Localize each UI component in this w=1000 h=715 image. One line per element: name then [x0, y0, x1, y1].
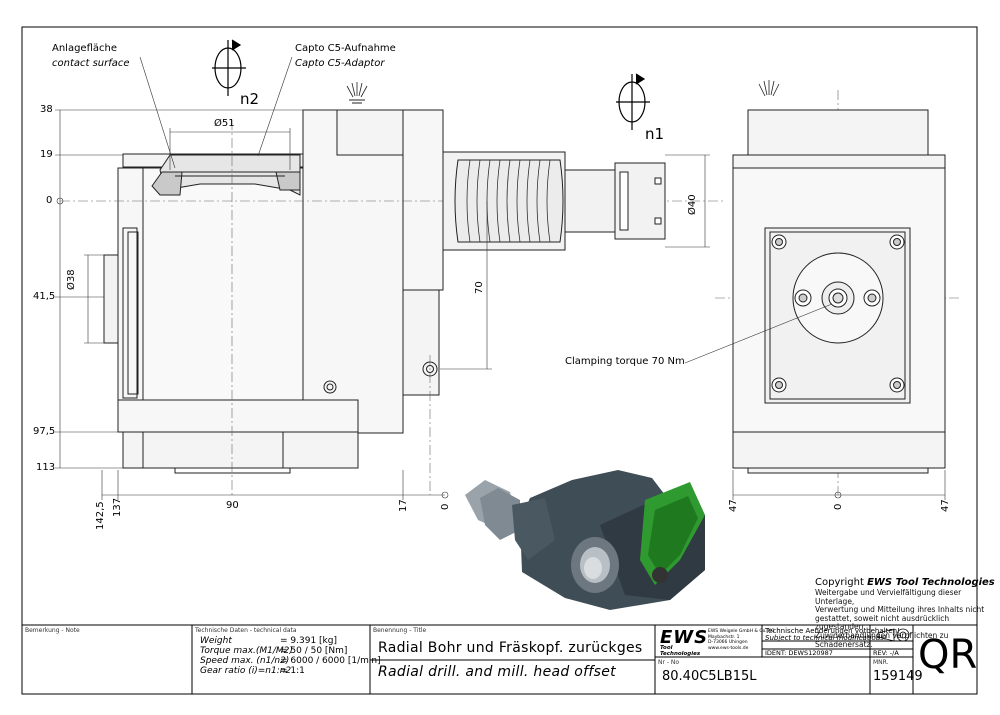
mnr-number: 159149 — [873, 669, 923, 684]
dim-0-right: 0 — [833, 503, 844, 510]
dim-0: 0 — [46, 195, 53, 206]
modification-note-de: Technische Aenderungen vorbehalten! — [765, 627, 900, 635]
speed-label: Speed max. (n1/n2) — [200, 656, 290, 666]
part-number: 80.40C5LB15L — [662, 669, 757, 684]
gear-label: Gear ratio (i)=n1:n2 — [200, 666, 292, 676]
contact-surface-label-en: contact surface — [52, 58, 130, 69]
dim-19: 19 — [40, 149, 53, 160]
spindle-view — [442, 151, 666, 251]
dim-113: 113 — [36, 462, 56, 473]
bemerkung-label: Bemerkung - Note — [25, 627, 80, 634]
capto-label-de: Capto C5-Aufnahme — [295, 43, 396, 54]
title-block-frame — [22, 624, 977, 694]
dim-47-left: 47 — [728, 499, 739, 512]
dim-97-5: 97,5 — [33, 426, 56, 437]
dim-d51: Ø51 — [214, 118, 235, 129]
dim-70: 70 — [474, 281, 485, 294]
contact-surface-label-de: Anlagefläche — [52, 43, 117, 54]
clamping-torque-label: Clamping torque 70 Nm — [565, 356, 685, 367]
dim-90: 90 — [226, 500, 239, 511]
dim-47-right: 47 — [940, 499, 951, 512]
modification-note-en: Subject to technical modifications! — [765, 634, 887, 642]
dim-137: 137 — [112, 497, 123, 517]
mnr-label: MNR. — [873, 659, 889, 666]
revision: REV: -/A — [873, 649, 899, 657]
torque-label: Torque max.(M1/M2) — [200, 646, 293, 656]
tech-data-label: Technische Daten - technical data — [195, 627, 297, 634]
capto-label-en: Capto C5-Adaptor — [295, 58, 385, 69]
benennung-label: Benennung - Title — [373, 627, 427, 634]
dim-142-5: 142,5 — [95, 501, 106, 530]
title-german: Radial Bohr und Fräskopf. zurückges — [378, 640, 643, 656]
iso-preview — [465, 470, 705, 610]
front-view — [732, 80, 946, 474]
copyright-title: Copyright EWS Tool Technologies — [815, 577, 995, 588]
weight-value: = 9.391 [kg] — [280, 636, 337, 646]
dim-17: 17 — [398, 499, 409, 512]
title-english: Radial drill. and mill. head offset — [378, 664, 616, 680]
dim-d40: Ø40 — [687, 194, 698, 215]
speed-value: = 6000 / 6000 [1/min] — [280, 656, 381, 666]
copyright-text: Weitergabe und Vervielfältigung dieser U… — [815, 588, 985, 649]
torque-value: = 50 / 50 [Nm] — [280, 646, 348, 656]
n1-label: n1 — [645, 125, 665, 143]
company-address: EWS Weigele GmbH & Co. KG Maybachstr. 1 … — [708, 629, 775, 651]
n2-label: n2 — [240, 90, 260, 108]
dim-41-5: 41,5 — [33, 291, 56, 302]
nr-label: Nr - No — [658, 659, 680, 666]
dim-0-bottom: 0 — [440, 503, 451, 510]
ews-logo: EWS Tool Technologies — [660, 627, 709, 657]
qr-mark: QR — [918, 632, 978, 678]
gear-value: = 1:1 — [280, 666, 305, 676]
side-view — [103, 82, 444, 474]
rotation-symbol-n1 — [616, 73, 650, 130]
weight-label: Weight — [200, 636, 232, 646]
projection-symbol — [877, 628, 910, 642]
ident-number: IDENT: DEWS120987 — [765, 649, 833, 657]
rotation-symbol-n2 — [212, 39, 246, 96]
dimension-lines — [55, 56, 946, 500]
dim-38: 38 — [40, 104, 53, 115]
sheet-frame — [21, 26, 978, 695]
dim-d38: Ø38 — [66, 269, 77, 290]
